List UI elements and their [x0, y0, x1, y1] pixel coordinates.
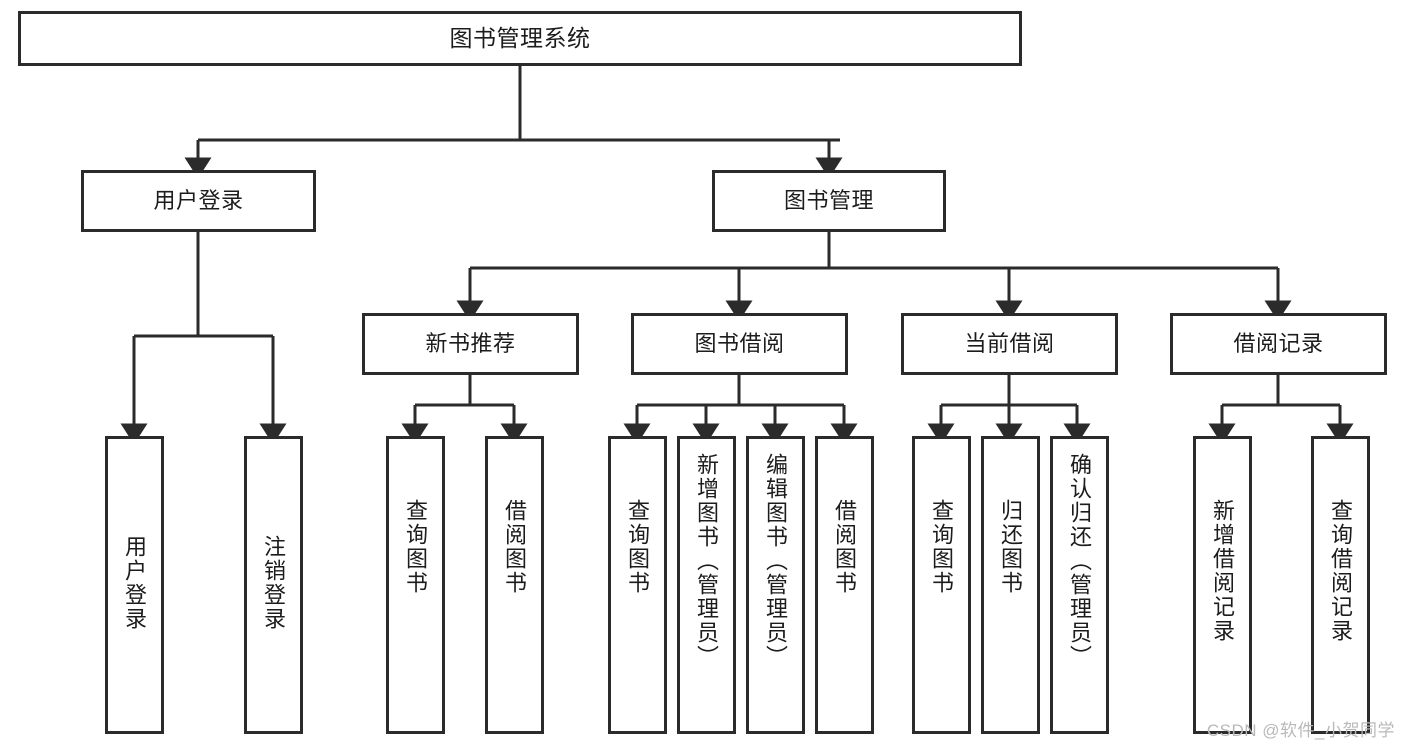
- leaf-add-book-admin[interactable]: 新增图书（管理员）: [677, 436, 736, 734]
- node-root-system[interactable]: 图书管理系统: [18, 11, 1022, 66]
- leaf-query-borrow-record[interactable]: 查询借阅记录: [1311, 436, 1370, 734]
- node-user-login[interactable]: 用户登录: [81, 170, 316, 232]
- node-current-borrow[interactable]: 当前借阅: [901, 313, 1118, 375]
- node-label: 借阅图书: [832, 499, 858, 595]
- node-book-management[interactable]: 图书管理: [712, 170, 946, 232]
- node-label: 归还图书: [998, 499, 1024, 595]
- watermark-text: CSDN @软件_小贺同学: [1206, 721, 1395, 740]
- leaf-edit-book-admin[interactable]: 编辑图书（管理员）: [746, 436, 805, 734]
- node-label: 查询图书: [403, 499, 429, 595]
- leaf-add-borrow-record[interactable]: 新增借阅记录: [1193, 436, 1252, 734]
- node-label: 确认归还（管理员）: [1067, 453, 1093, 669]
- node-label: 图书借阅: [694, 331, 785, 357]
- leaf-user-login[interactable]: 用户登录: [105, 436, 164, 734]
- node-label: 借阅记录: [1233, 331, 1324, 357]
- leaf-query-book-new[interactable]: 查询图书: [386, 436, 445, 734]
- node-label: 当前借阅: [964, 331, 1055, 357]
- leaf-return-book[interactable]: 归还图书: [981, 436, 1040, 734]
- node-new-book-recommend[interactable]: 新书推荐: [362, 313, 579, 375]
- node-label: 新增图书（管理员）: [694, 453, 720, 669]
- node-label: 借阅图书: [502, 499, 528, 595]
- node-label: 查询借阅记录: [1328, 499, 1354, 643]
- node-borrow-record[interactable]: 借阅记录: [1170, 313, 1387, 375]
- node-label: 注销登录: [261, 535, 287, 631]
- node-label: 用户登录: [153, 188, 244, 214]
- node-label: 编辑图书（管理员）: [763, 453, 789, 669]
- node-label: 图书管理系统: [449, 24, 591, 51]
- node-label: 用户登录: [122, 535, 148, 631]
- leaf-query-book-current[interactable]: 查询图书: [912, 436, 971, 734]
- leaf-query-book-borrow[interactable]: 查询图书: [608, 436, 667, 734]
- leaf-confirm-return-admin[interactable]: 确认归还（管理员）: [1050, 436, 1109, 734]
- node-label: 查询图书: [625, 499, 651, 595]
- node-label: 新书推荐: [425, 331, 516, 357]
- node-book-borrow[interactable]: 图书借阅: [631, 313, 848, 375]
- node-label: 新增借阅记录: [1210, 499, 1236, 643]
- leaf-borrow-book-new[interactable]: 借阅图书: [485, 436, 544, 734]
- leaf-borrow-book[interactable]: 借阅图书: [815, 436, 874, 734]
- node-label: 图书管理: [783, 188, 874, 214]
- node-label: 查询图书: [929, 499, 955, 595]
- leaf-logout[interactable]: 注销登录: [244, 436, 303, 734]
